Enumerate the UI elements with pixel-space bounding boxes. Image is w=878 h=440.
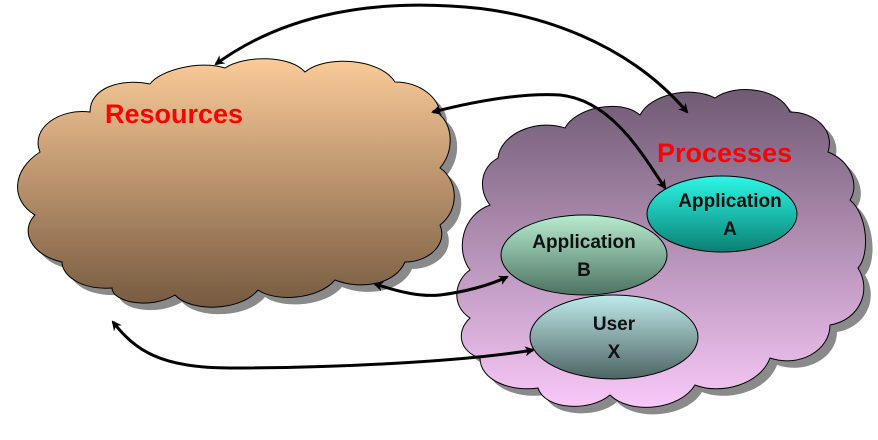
processes-label: Processes <box>657 138 792 168</box>
arrow-resources-processes <box>214 3 689 114</box>
application-b-node: Application B <box>500 214 668 296</box>
user-x-line2: X <box>608 342 621 363</box>
arrow-resources-application-a <box>431 93 667 190</box>
user-x-oval <box>529 294 699 380</box>
application-b-line1: Application <box>532 232 635 253</box>
user-x-node: User X <box>529 294 699 380</box>
application-a-line1: Application <box>678 191 781 212</box>
application-a-oval <box>646 175 798 253</box>
resources-label: Resources <box>105 99 243 129</box>
application-b-oval <box>500 214 668 296</box>
arrow-resources-application-b <box>373 275 509 297</box>
resources-cloud: Resources <box>17 58 462 315</box>
application-a-node: Application A <box>646 175 798 253</box>
resources-cloud-shape <box>17 58 455 308</box>
application-a-line2: A <box>723 219 737 240</box>
arrow-resources-user-x <box>111 320 535 370</box>
user-x-line1: User <box>593 314 636 335</box>
application-b-line2: B <box>577 260 591 281</box>
